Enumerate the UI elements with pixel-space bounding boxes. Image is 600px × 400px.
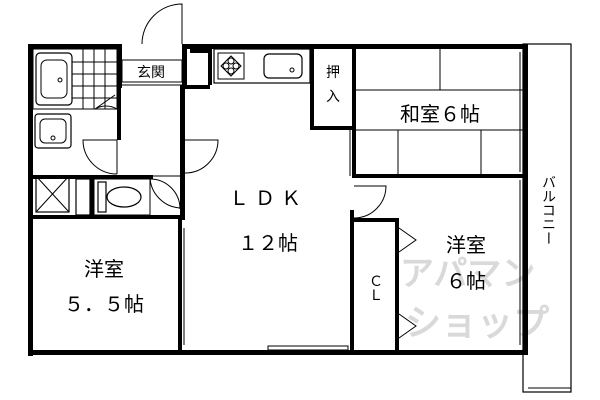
label-left-room-name: 洋室 [84,257,124,281]
label-washitsu: 和室６帖 [400,102,480,126]
closet-door-top [398,227,417,253]
washing-machine-space [35,175,70,213]
kitchen-counter [213,48,311,84]
balcony [522,43,572,393]
label-ldk-name: ＬＤＫ [229,186,307,210]
entrance [121,3,183,86]
closet-door-bottom [398,313,417,339]
label-oshiire-1: 押 [326,65,340,81]
ldk-room [149,130,387,355]
washroom [34,113,118,213]
wash-basin [34,113,72,149]
entrance-door-swing [141,3,183,45]
interior-walls [28,44,523,350]
washroom-door-swing [82,139,118,175]
bathroom-tiles [72,49,117,109]
right-room-door-swing [353,185,387,219]
bathroom [32,48,118,110]
label-closet: ＣＬ [367,274,383,302]
room-labels: 玄関 押 入 和室６帖 ＬＤＫ １２帖 洋室 ６帖 洋室 ５．５帖 ＣＬ バルコ… [64,64,556,316]
label-genkan: 玄関 [137,64,165,81]
label-ldk-size: １２帖 [238,231,298,255]
label-oshiire-2: 入 [326,89,340,105]
stove [217,52,245,80]
washitsu-room [356,49,523,174]
label-left-room-size: ５．５帖 [64,292,144,316]
toilet-bowl [106,186,142,208]
label-right-room-size: ６帖 [446,269,486,293]
ldk-door-swing [184,139,219,174]
toilet-tank [97,181,107,213]
toilet-door-swing [149,178,181,215]
watermark-line1: アパマン [400,254,535,294]
bathtub [35,52,73,106]
label-right-room-name: 洋室 [446,233,486,257]
closet [398,227,417,339]
kitchen [213,48,311,84]
label-balcony: バルコニー [540,175,556,245]
toilet [75,178,181,216]
bath-door-swing [94,94,118,110]
left-room-door-swing [149,175,183,209]
kitchen-sink [263,53,303,79]
